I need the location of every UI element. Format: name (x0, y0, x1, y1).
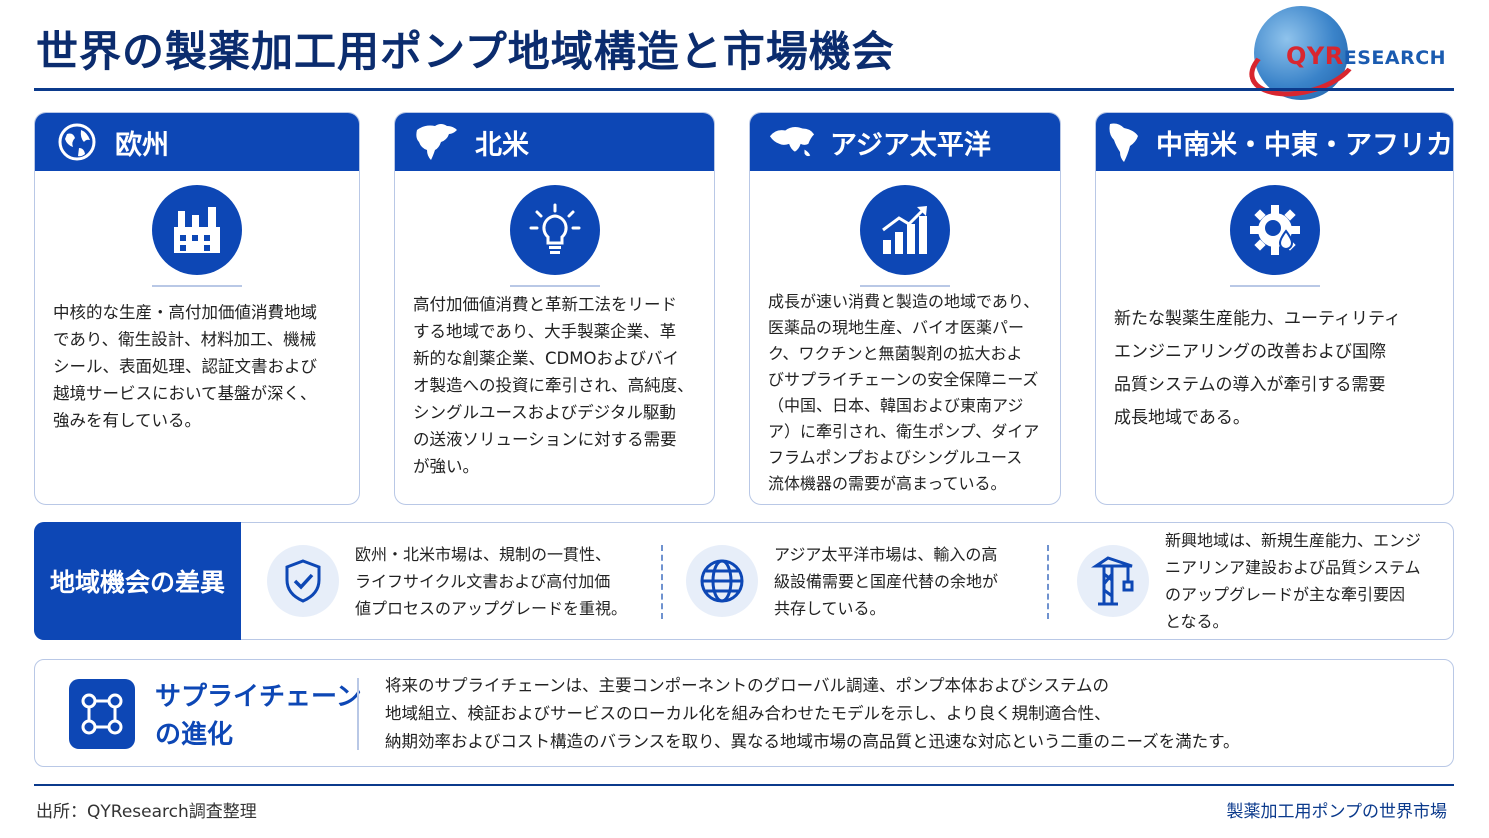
region-name: 欧州 (115, 129, 169, 161)
qyresearch-logo: QYRESEARCH (1242, 4, 1458, 108)
region-description: 新たな製薬生産能力、ユーティリティ エンジニアリングの改善および国際 品質システ… (1114, 309, 1401, 428)
globe-grid-icon (686, 545, 758, 617)
region-card-europe: 欧州 中核的な生産・高付加価値消費地域 であり、衛生設計、材料加工、機械 シール… (34, 112, 360, 505)
logo-wordmark: QYRESEARCH (1286, 42, 1447, 70)
region-header: 欧州 (35, 113, 359, 171)
difference-item: アジア太平洋市場は、輸入の高 級設備需要と国産代替の余地が 共存している。 (686, 523, 998, 639)
header-rule (34, 88, 1454, 91)
supply-chain-title: サプライチェーン の進化 (155, 682, 362, 750)
differences-label: 地域機会の差異 (34, 522, 241, 640)
difference-item: 欧州・北米市場は、規制の一貫性、 ライフサイクル文書および高付加価 値プロセスの… (267, 523, 627, 639)
region-description: 高付加価値消費と革新工法をリード する地域であり、大手製薬企業、革 新的な創薬企… (413, 295, 694, 476)
region-name: 中南米・中東・アフリカ (1156, 129, 1453, 161)
region-header: 中南米・中東・アフリカ (1096, 113, 1453, 171)
region-header: 北米 (395, 113, 714, 171)
south-america-map-icon (1106, 122, 1146, 162)
region-name: 北米 (475, 129, 529, 161)
globe-icon (53, 122, 101, 162)
supply-chain-panel: サプライチェーン の進化 将来のサプライチェーンは、主要コンポーネントのグローバ… (34, 659, 1454, 767)
page-title: 世界の製薬加工用ポンプ地域構造と市場機会 (36, 27, 895, 76)
divider (661, 545, 663, 619)
footer-rule (34, 784, 1454, 786)
asia-map-icon (768, 122, 816, 162)
region-card-asia-pacific: アジア太平洋 成長が速い消費と製造の地域であり、 医薬品の現地生産、バイオ医薬パ… (749, 112, 1061, 505)
region-card-north-america: 北米 高付加価値消費と革新工法をリード する地域であり、大手製薬企業、革 新的な… (394, 112, 715, 505)
gear-droplet-icon (1229, 185, 1320, 275)
network-nodes-icon (69, 679, 135, 749)
construction-crane-icon (1077, 545, 1149, 617)
logo-globe-icon (1254, 6, 1348, 100)
divider (1047, 545, 1049, 619)
region-name: アジア太平洋 (830, 129, 991, 161)
source-note: 出所：QYResearch調査整理 (36, 802, 257, 822)
factory-icon (152, 185, 242, 275)
report-title: 製薬加工用ポンプの世界市場 (1226, 802, 1448, 822)
difference-item: 新興地域は、新規生産能力、エンジ ニアリンア建設および品質システム のアップグレ… (1077, 523, 1421, 639)
divider (357, 678, 359, 750)
region-card-latam-mea: 中南米・中東・アフリカ 新たな製薬生産能力、ユーティリティ エンジニアリングの改… (1095, 112, 1454, 505)
region-header: アジア太平洋 (750, 113, 1060, 171)
growth-chart-icon (860, 185, 950, 275)
region-description: 成長が速い消費と製造の地域であり、 医薬品の現地生産、バイオ医薬パー ク、ワクチ… (768, 292, 1040, 493)
regional-differences-panel: 地域機会の差異 欧州・北米市場は、規制の一貫性、 ライフサイクル文書および高付加… (34, 522, 1454, 640)
region-description: 中核的な生産・高付加価値消費地域 であり、衛生設計、材料加工、機械 シール、表面… (53, 303, 317, 430)
shield-check-icon (267, 545, 339, 617)
supply-chain-description: 将来のサプライチェーンは、主要コンポーネントのグローバル調達、ポンプ本体およびシ… (385, 676, 1240, 751)
north-america-map-icon (413, 122, 461, 162)
lightbulb-icon (509, 185, 600, 275)
